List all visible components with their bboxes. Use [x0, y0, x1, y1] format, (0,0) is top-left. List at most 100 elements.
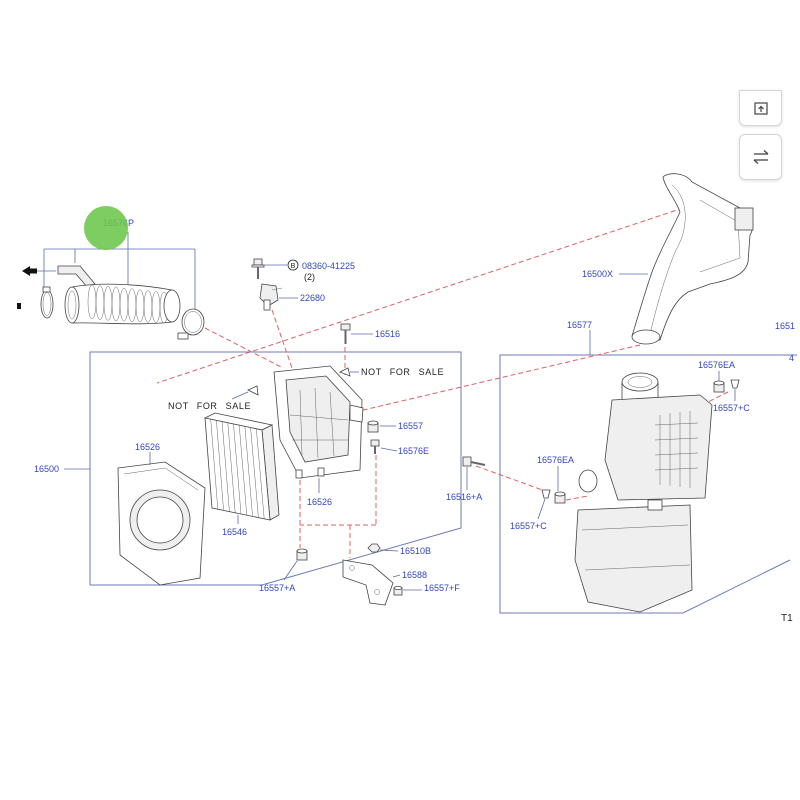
part-label-08360-41225[interactable]: 08360-41225	[302, 261, 355, 271]
clip-16557c-left	[537, 489, 551, 520]
housing-lower-rim	[123, 467, 199, 491]
clamp-inner	[42, 292, 52, 316]
quantity-label: (2)	[304, 272, 315, 282]
part-label-16557c-right[interactable]: 16557+C	[713, 403, 750, 413]
bracket-leader	[392, 574, 401, 578]
clip-shape	[339, 367, 351, 377]
dashed-line-grommet-ea-left	[565, 495, 589, 501]
arrow-bar	[30, 268, 37, 274]
housing-ribs	[289, 387, 349, 459]
bolt-shaft	[470, 461, 486, 466]
bolt-16576e	[370, 439, 398, 454]
grommet-top	[393, 586, 403, 591]
part-label-16588[interactable]: 16588	[402, 570, 427, 580]
nut-16510b	[367, 543, 399, 553]
hose-clamp-left	[40, 286, 54, 319]
part-label-16516[interactable]: 16516	[375, 329, 400, 339]
toolbar-button-upload[interactable]	[739, 90, 782, 126]
part-label-16516a[interactable]: 16516+A	[446, 492, 482, 502]
bracket-hole	[374, 589, 380, 595]
lower-body	[574, 504, 693, 613]
arrow-head	[22, 266, 30, 276]
part-label-cut-right[interactable]: 1651	[775, 321, 795, 331]
grommet-16576ea-left	[554, 466, 566, 504]
part-label-16526-lower[interactable]: 16526	[135, 442, 160, 452]
housing-lower	[117, 452, 206, 586]
duct-body	[631, 173, 754, 341]
part-label-16500x[interactable]: 16500X	[582, 269, 613, 279]
hose-corrugations	[87, 284, 169, 324]
grommet-16557f	[393, 586, 422, 596]
part-label-22680[interactable]: 22680	[300, 293, 325, 303]
housing-foot	[317, 467, 325, 477]
part-label-16576ea-left[interactable]: 16576EA	[537, 455, 574, 465]
clip-shape	[541, 489, 551, 499]
side-pipe	[578, 469, 598, 493]
part-label-16557[interactable]: 16557	[398, 421, 423, 431]
clamp-tab	[177, 332, 189, 340]
part-label-16576e[interactable]: 16576E	[398, 446, 429, 456]
not-for-sale-label-upper: NOT FOR SALE	[361, 367, 444, 377]
part-label-16526-upper[interactable]: 16526	[307, 497, 332, 507]
grommet-leader	[283, 560, 298, 581]
bolt-08360	[251, 258, 299, 279]
grommet-top	[713, 380, 725, 386]
part-label-16557a[interactable]: 16557+A	[259, 583, 295, 593]
housing-window	[285, 375, 351, 463]
swap-arrow-top-head	[763, 150, 768, 155]
filter-element	[203, 412, 280, 524]
grommet-top	[367, 420, 379, 426]
hose-end	[163, 289, 181, 323]
toolbar-button-swap[interactable]	[739, 134, 782, 180]
duct-flange	[734, 207, 754, 231]
sensor-pin	[271, 287, 283, 291]
part-label-cut-edge: 4	[789, 353, 794, 363]
upper-body	[604, 394, 713, 501]
clip-shape	[730, 379, 740, 389]
housing-upper	[273, 365, 364, 493]
square-marker-icon	[17, 303, 21, 309]
intake-mouth	[621, 372, 659, 392]
sensor-22680	[259, 283, 298, 311]
hose-clamp-right	[177, 308, 205, 340]
clip-16557c-right	[730, 379, 740, 401]
bolt-head	[253, 258, 263, 266]
clamp-screw	[42, 286, 51, 293]
circle-mark-letter: B	[291, 263, 296, 270]
dashed-line-duct-bottom	[354, 344, 641, 413]
part-label-16557c-left[interactable]: 16557+C	[510, 521, 547, 531]
part-label-16546[interactable]: 16546	[222, 527, 247, 537]
dashed-line-clamp	[204, 327, 284, 369]
bolt-head	[462, 456, 472, 467]
upper-body-ribs	[654, 411, 699, 488]
nut-hex	[367, 543, 381, 553]
housing-tab	[349, 404, 364, 423]
page-code-label: T1	[781, 613, 793, 624]
duct-contour	[649, 184, 686, 335]
selection-highlight	[84, 206, 128, 250]
swap-arrows-icon	[753, 150, 768, 164]
upload-tray-icon	[753, 102, 768, 115]
bracket-16588	[342, 559, 401, 606]
tray-arrow-head	[757, 105, 764, 110]
air-duct	[619, 173, 754, 345]
circle-mark	[287, 259, 299, 271]
bracket-plate	[342, 559, 394, 606]
housing-foot	[295, 469, 303, 479]
bolt-16516a	[462, 456, 486, 490]
bolt-head	[370, 439, 380, 447]
part-label-16557f[interactable]: 16557+F	[424, 583, 460, 593]
clip-leader	[537, 498, 546, 520]
part-label-16510b[interactable]: 16510B	[400, 546, 431, 556]
bolt-leader	[380, 447, 398, 452]
bolt-washer	[251, 264, 265, 268]
part-label-16500[interactable]: 16500	[34, 464, 59, 474]
part-label-16576ea-right[interactable]: 16576EA	[698, 360, 735, 370]
hose-mouth	[64, 286, 80, 324]
housing-outlet-inner	[136, 496, 184, 544]
duct-mouth	[631, 329, 661, 345]
filter-pleats	[210, 419, 265, 519]
clamp-inner	[184, 311, 202, 333]
part-label-16577[interactable]: 16577	[567, 320, 592, 330]
dashed-line-sensor	[271, 309, 293, 369]
